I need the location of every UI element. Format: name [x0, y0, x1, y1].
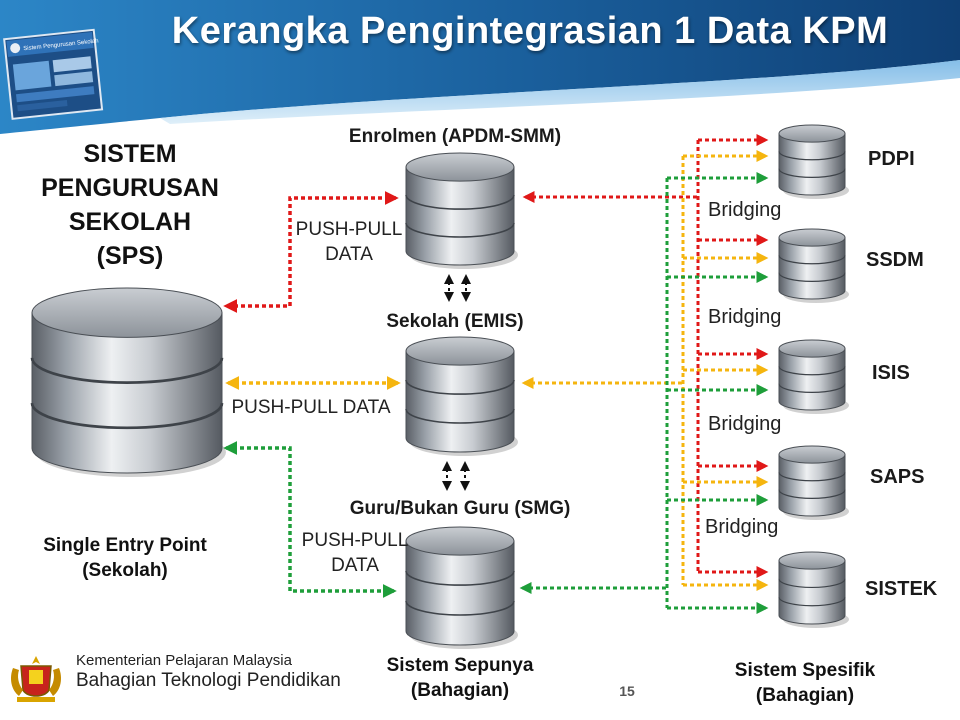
push-pull-label-bottom: PUSH-PULL DATA: [292, 528, 418, 578]
spesifik-line2: (Bahagian): [755, 685, 855, 706]
isis-database-icon: [778, 339, 849, 415]
database-layer: [30, 124, 849, 650]
sekolah-database-icon: [405, 336, 518, 456]
bridging-label-2: Bridging: [708, 306, 782, 328]
push-pull-bottom-line2: DATA: [331, 555, 379, 576]
bridging-label-1: Bridging: [708, 199, 782, 221]
push-pull-top-line2: DATA: [325, 244, 373, 265]
sps-title-line3: SEKOLAH: [68, 208, 192, 236]
yellow-bridging-network: [521, 150, 769, 591]
single-entry-line2: (Sekolah): [82, 560, 168, 581]
system-label-ssdm: SSDM: [866, 249, 924, 271]
push-pull-top-line1: PUSH-PULL: [295, 219, 403, 240]
saps-database-icon: [778, 445, 849, 520]
page-number: 15: [619, 683, 635, 699]
sps-title-line4: (SPS): [96, 242, 164, 270]
guru-database-icon: [405, 526, 518, 650]
ssdm-database-icon: [778, 228, 849, 304]
sps-title: SISTEM PENGURUSAN SEKOLAH (SPS): [30, 137, 230, 273]
db-label-guru: Guru/Bukan Guru (SMG): [349, 498, 571, 519]
sepunya-line2: (Bahagian): [410, 680, 510, 701]
malaysia-crest-icon: [11, 656, 61, 702]
pdpi-database-icon: [778, 124, 849, 199]
slide-title: Kerangka Pengintegrasian 1 Data KPM: [171, 10, 889, 52]
sps-title-line1: SISTEM: [83, 140, 177, 168]
header-band: [0, 0, 960, 134]
green-connector-sps-guru: [223, 441, 397, 598]
bridging-label-4: Bridging: [705, 516, 779, 538]
sepunya-line1: Sistem Sepunya: [386, 655, 534, 676]
system-label-sistek: SISTEK: [865, 578, 938, 600]
system-label-saps: SAPS: [870, 466, 925, 488]
single-entry-line1: Single Entry Point: [43, 535, 207, 556]
push-pull-label-mid: PUSH-PULL DATA: [231, 397, 391, 418]
sps-database-icon: [30, 287, 226, 477]
bridging-label-3: Bridging: [708, 413, 782, 435]
sps-title-line2: PENGURUSAN: [41, 174, 219, 202]
sistem-sepunya-label: Sistem Sepunya (Bahagian): [370, 653, 550, 703]
ministry-name: Kementerian Pelajaran Malaysia: [76, 652, 292, 669]
push-pull-bottom-line1: PUSH-PULL: [301, 530, 409, 551]
enrolmen-database-icon: [405, 152, 518, 269]
db-label-enrolmen: Enrolmen (APDM-SMM): [348, 126, 562, 147]
red-connector-sps-enrolmen: [223, 191, 399, 313]
division-name: Bahagian Teknologi Pendidikan: [76, 670, 341, 691]
green-bridging-network: [519, 172, 769, 614]
single-entry-point-label: Single Entry Point (Sekolah): [30, 533, 220, 583]
sistek-database-icon: [778, 551, 849, 628]
spesifik-line1: Sistem Spesifik: [734, 660, 876, 681]
sistem-spesifik-label: Sistem Spesifik (Bahagian): [705, 658, 905, 708]
db-label-sekolah: Sekolah (EMIS): [386, 311, 524, 332]
push-pull-label-top: PUSH-PULL DATA: [286, 217, 412, 267]
system-label-pdpi: PDPI: [868, 148, 915, 170]
sps-screenshot-thumbnail: Sistem Pengurusan Sekolah: [3, 28, 104, 120]
system-label-isis: ISIS: [872, 362, 910, 384]
